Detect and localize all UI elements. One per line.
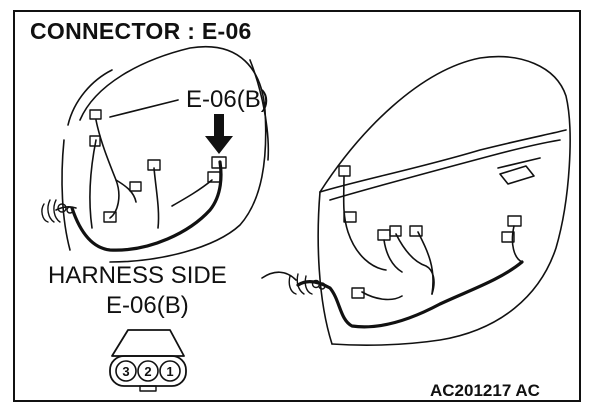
left-door-outline [61,45,270,263]
callout-leader-line [109,99,179,118]
left-harness [55,119,223,252]
harness-side-label: HARNESS SIDE [48,262,227,289]
pin-3-circle [115,360,137,382]
harness-side-connector-face [109,329,187,392]
pin-2-circle [137,360,159,382]
pin-number-3: 3 [122,364,129,379]
connector-callout-label: E-06(B) [186,86,269,113]
harness-side-connector-id: E-06(B) [106,292,189,319]
right-harness [261,175,524,329]
right-connectors [288,165,522,299]
left-connectors [41,109,227,223]
figure-code: AC201217 AC [430,381,540,400]
pin-number-1: 1 [166,364,173,379]
diagram-title: CONNECTOR : E-06 [30,18,252,44]
pin-number-2: 2 [144,364,151,379]
connector-pointer-arrow [205,114,233,154]
pin-1-circle [159,360,181,382]
right-door-outline [317,55,571,346]
diagram-frame [13,10,581,402]
